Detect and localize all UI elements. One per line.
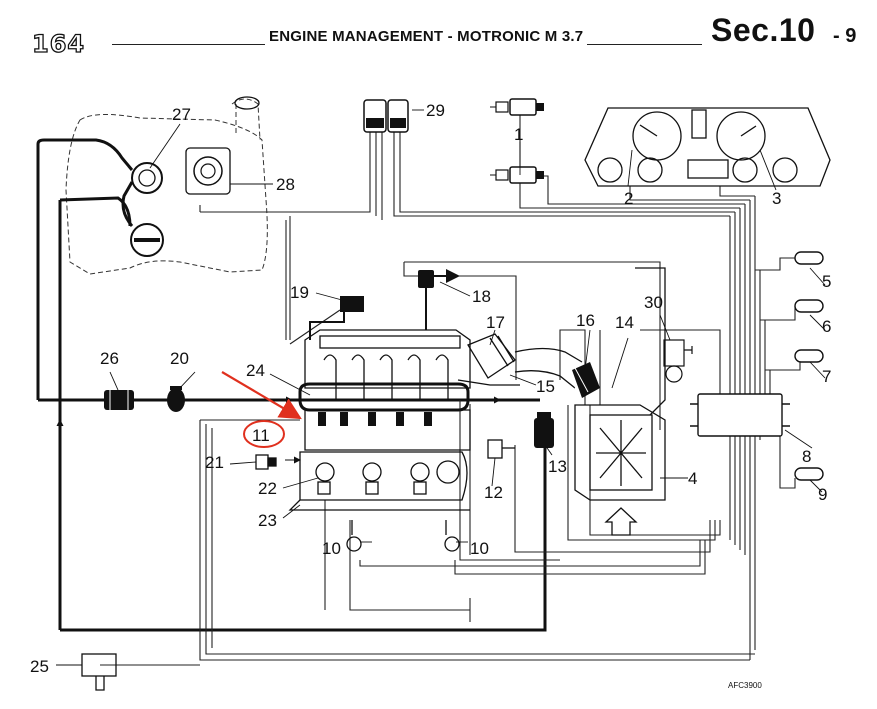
- section-number: Sec.10: [711, 12, 816, 48]
- engine-intake-manifold: [304, 329, 471, 400]
- label-8: 8: [802, 447, 811, 466]
- fuel-tank: [65, 98, 268, 275]
- pulsation-damper-20: [167, 386, 185, 412]
- ignition-coil-13: [534, 412, 554, 448]
- throttle-body-17: [457, 333, 520, 386]
- label-16: 16: [576, 311, 595, 330]
- drawing-code: AFC3900: [728, 681, 762, 690]
- label-17: 17: [486, 313, 505, 332]
- label-10-right: 10: [470, 539, 489, 558]
- label-21: 21: [205, 453, 224, 472]
- label-10-left: 10: [322, 539, 341, 558]
- idle-valve-19: [309, 296, 364, 340]
- valve-30: [663, 339, 693, 383]
- air-flow-meter-16: [567, 362, 600, 398]
- label-4: 4: [688, 469, 697, 488]
- label-25: 25: [30, 657, 49, 676]
- sensor-12: [487, 439, 515, 459]
- label-26: 26: [100, 349, 119, 368]
- label-12: 12: [484, 483, 503, 502]
- fuel-level-sender-28: [185, 147, 231, 195]
- label-18: 18: [472, 287, 491, 306]
- label-11: 11: [252, 426, 270, 445]
- air-duct: [514, 347, 583, 389]
- label-6: 6: [822, 317, 831, 336]
- page-number: - 9: [833, 25, 857, 47]
- leader-lines: [56, 109, 826, 666]
- label-7: 7: [822, 367, 831, 386]
- label-20: 20: [170, 349, 189, 368]
- label-9: 9: [818, 485, 827, 504]
- model-logo: 164: [31, 29, 86, 58]
- knock-sensors-10: [346, 520, 460, 552]
- sensor-18: [418, 269, 460, 330]
- label-23: 23: [258, 511, 277, 530]
- fuel-filter-26: [104, 390, 134, 410]
- air-filter-4: [574, 267, 666, 501]
- connectors-5-6-7-9: [794, 251, 824, 481]
- label-19: 19: [290, 283, 309, 302]
- label-14: 14: [615, 313, 634, 332]
- fuel-pump-27: [130, 162, 164, 257]
- label-24: 24: [246, 361, 265, 380]
- label-29: 29: [426, 101, 445, 120]
- label-28: 28: [276, 175, 295, 194]
- injector-connectors-1: [490, 98, 544, 184]
- connector-29: [363, 99, 409, 133]
- highlight-item-11: [221, 371, 302, 448]
- label-13: 13: [548, 457, 567, 476]
- label-2: 2: [624, 189, 633, 208]
- instrument-cluster: [584, 107, 831, 187]
- label-30: 30: [644, 293, 663, 312]
- label-15: 15: [536, 377, 555, 396]
- page-title: ENGINE MANAGEMENT - MOTRONIC M 3.7: [265, 28, 588, 45]
- component-labels: 1 2 3 4 5 6 7 8 9 10 10 11 12 13 14 15 1…: [30, 101, 831, 690]
- sensor-21: [255, 454, 277, 470]
- engine-cylinder-head: [288, 409, 471, 511]
- label-22: 22: [258, 479, 277, 498]
- label-5: 5: [822, 272, 831, 291]
- control-unit-8: [690, 393, 790, 437]
- label-27: 27: [172, 105, 191, 124]
- label-3: 3: [772, 189, 781, 208]
- injectors: [318, 412, 432, 426]
- label-1: 1: [514, 125, 523, 144]
- air-intake-arrow: [604, 507, 638, 536]
- sensor-25: [81, 653, 117, 691]
